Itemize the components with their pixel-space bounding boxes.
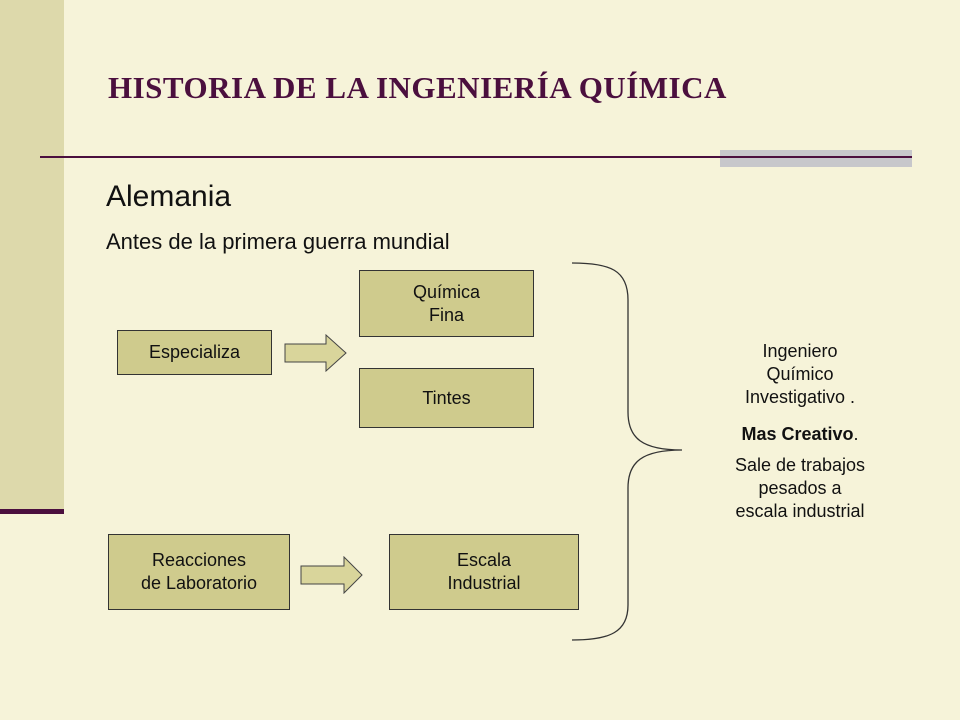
box-reacciones: Reacciones de Laboratorio — [108, 534, 290, 610]
title-divider-accent — [720, 150, 912, 167]
result-text-block: Ingeniero Químico Investigativo . Mas Cr… — [690, 340, 910, 523]
result-trait-bold: Mas Creativo — [741, 424, 854, 444]
heading-country: Alemania — [106, 180, 232, 213]
title-divider-line — [720, 156, 912, 158]
box-especializa: Especializa — [117, 330, 272, 375]
box-tintes: Tintes — [359, 368, 534, 428]
side-decor-bar — [0, 0, 64, 512]
box-quimica-fina: Química Fina — [359, 270, 534, 337]
side-decor-underline — [0, 509, 64, 514]
title-divider — [40, 156, 912, 158]
right-brace-icon — [571, 262, 683, 641]
result-detail: Sale de trabajos pesados a escala indust… — [734, 455, 866, 521]
subheading-period: Antes de la primera guerra mundial — [106, 229, 450, 254]
result-role: Ingeniero Químico Investigativo . — [744, 341, 856, 407]
result-trait: Mas Creativo. — [690, 423, 910, 446]
slide-title: HISTORIA DE LA INGENIERÍA QUÍMICA — [108, 70, 727, 105]
arrow-right-icon — [284, 334, 347, 372]
box-escala-industrial: Escala Industrial — [389, 534, 579, 610]
result-trait-suffix: . — [853, 424, 859, 444]
arrow-right-icon — [300, 556, 363, 594]
